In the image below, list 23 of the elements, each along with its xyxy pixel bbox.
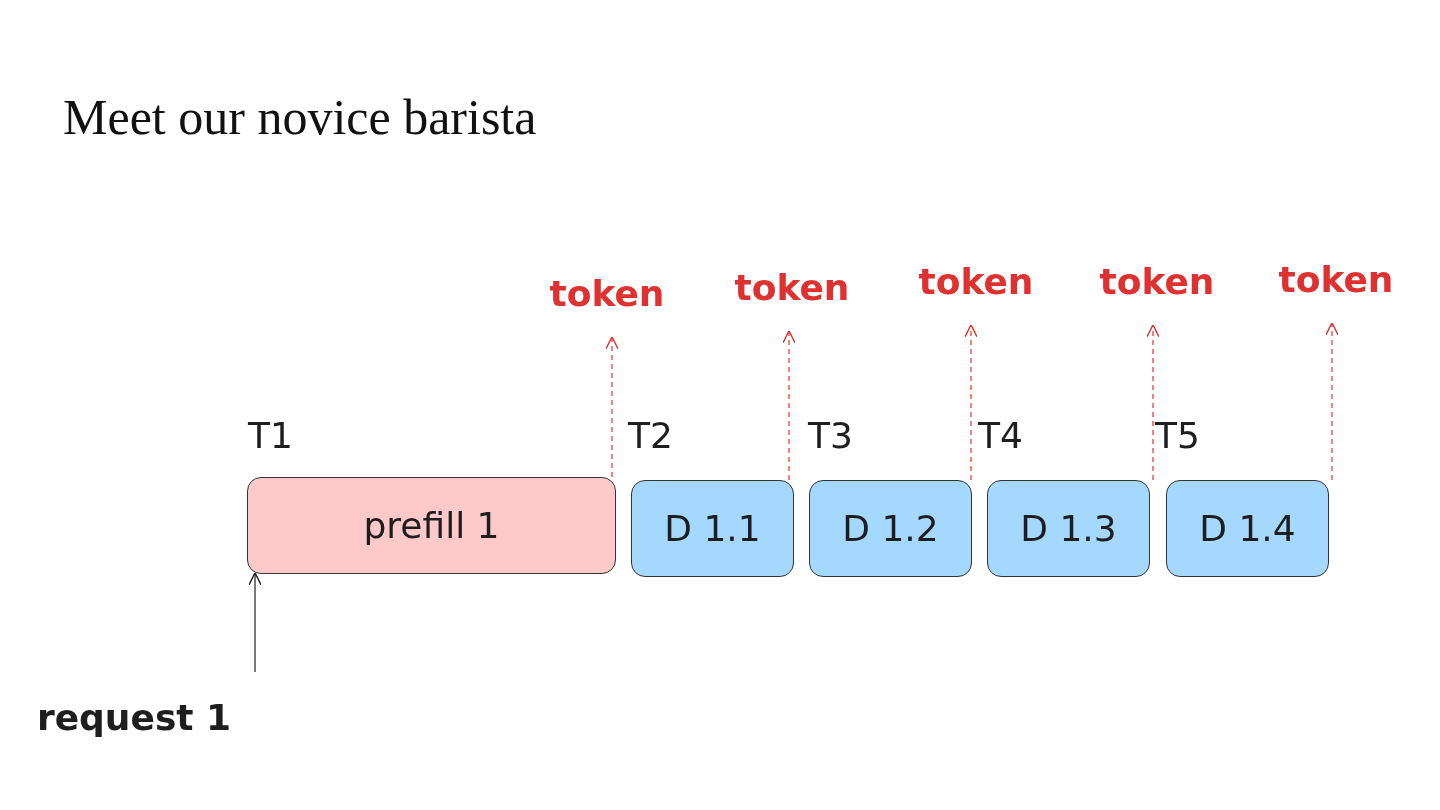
process-box: prefill 1 [247, 477, 616, 574]
output-label: token [1271, 254, 1401, 304]
time-step-label: T4 [978, 415, 1023, 456]
output-label: token [727, 262, 857, 312]
time-step-label: T3 [808, 415, 853, 456]
process-box: D 1.3 [987, 480, 1150, 577]
slide-title: Meet our novice barista [63, 88, 537, 146]
arrow [1146, 324, 1160, 481]
request-label: request 1 [28, 692, 240, 742]
output-label: token [1092, 256, 1222, 306]
time-step-label: T5 [1155, 415, 1200, 456]
output-label: token [543, 268, 671, 318]
output-label: token [911, 256, 1041, 306]
arrow [248, 572, 262, 673]
process-box: D 1.2 [809, 480, 972, 577]
process-box: D 1.4 [1166, 480, 1329, 577]
arrow [605, 336, 619, 478]
arrow [782, 330, 796, 481]
time-step-label: T2 [628, 415, 673, 456]
arrow [1325, 322, 1339, 481]
arrow [964, 324, 978, 481]
time-step-label: T1 [248, 415, 293, 456]
process-box: D 1.1 [631, 480, 794, 577]
